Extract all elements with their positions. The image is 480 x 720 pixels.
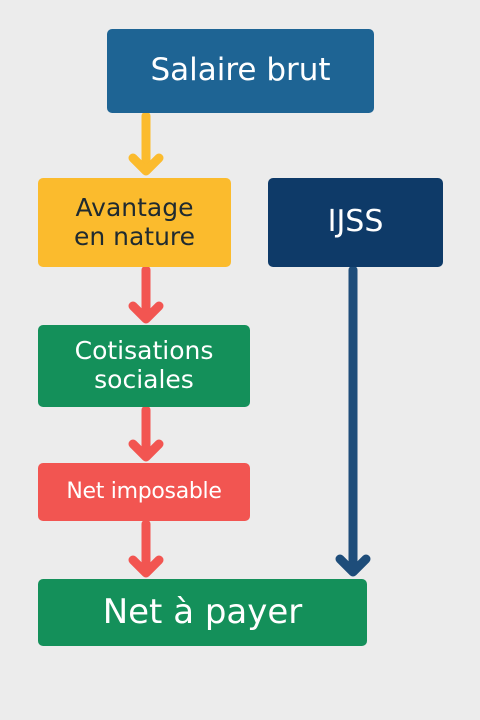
arrow-cotisations-to-netimposable [128,405,164,462]
arrow-salaire-to-avantage [128,111,164,176]
node-net-imposable-label: Net imposable [66,479,222,505]
node-net-a-payer: Net à payer [38,579,367,646]
node-ijss-label: IJSS [327,204,384,240]
node-net-a-payer-label: Net à payer [102,591,303,632]
arrow-netimposable-to-netapayer [128,519,164,578]
node-avantage-en-nature: Avantage en nature [38,178,231,267]
node-cotisations-sociales-label: Cotisations sociales [74,336,214,394]
arrow-ijss-to-netapayer [335,265,371,577]
node-cotisations-sociales: Cotisations sociales [38,325,250,407]
node-ijss: IJSS [268,178,443,267]
node-avantage-en-nature-label: Avantage en nature [73,192,196,251]
node-salaire-brut-label: Salaire brut [150,52,331,89]
arrow-avantage-to-cotisations [128,265,164,324]
node-salaire-brut: Salaire brut [107,29,374,113]
node-net-imposable: Net imposable [38,463,250,521]
